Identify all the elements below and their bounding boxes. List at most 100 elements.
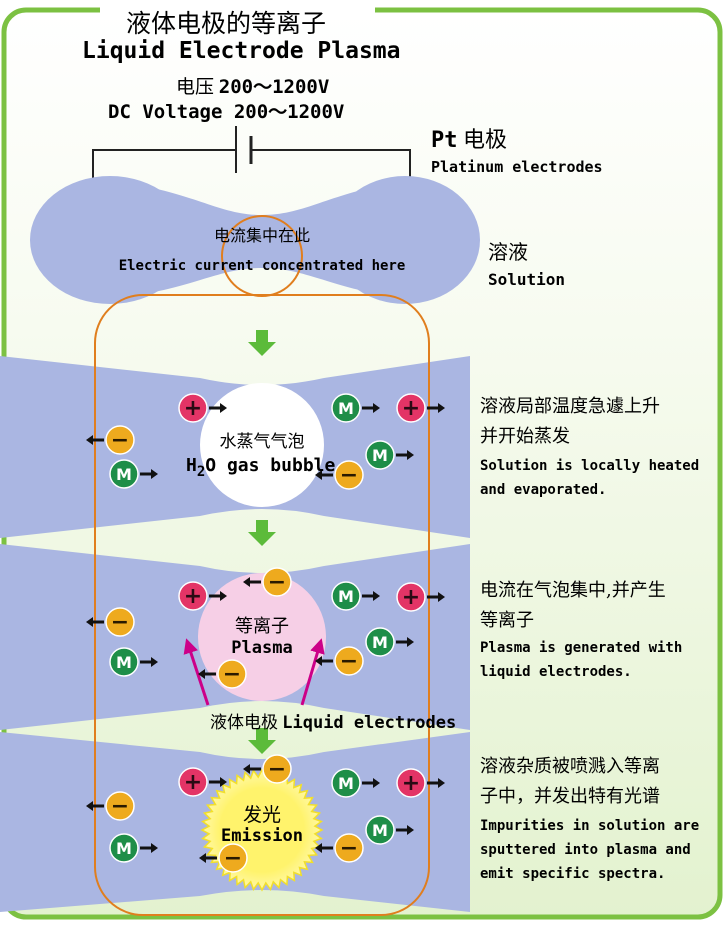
step3-zh-line2: 子中，并发出特有光谱 (480, 786, 660, 807)
anion-ion: − (199, 843, 248, 873)
ion-motion-arrowhead (151, 657, 158, 667)
plasma-en: Plasma (231, 638, 293, 658)
ion-motion-arrowhead (86, 801, 93, 811)
ion-motion-arrowhead (315, 843, 322, 853)
liquid-electrodes-en: Liquid electrodes (282, 713, 457, 733)
ions-layer: +M+−MM−+−M+−MM−−−+M+−MM−− (86, 393, 445, 873)
bubble-en: H2O gas bubble (186, 455, 336, 480)
metal-ion: M (331, 768, 380, 798)
solution-en: Solution (488, 270, 566, 289)
ion-symbol: + (184, 770, 202, 795)
liquid-electrode-arrow (300, 638, 325, 706)
bubble-zh: 水蒸气气泡 (219, 432, 305, 452)
metal-ion: M (109, 833, 158, 863)
ion-disc (218, 843, 248, 873)
ion-motion-arrowhead (220, 777, 227, 787)
step3-en-line3: emit specific spectra. (480, 866, 666, 882)
current-channel (94, 294, 430, 916)
step1-en-line1: Solution is locally heated (480, 458, 700, 474)
ion-disc (109, 459, 139, 489)
ion-disc (105, 425, 135, 455)
ion-symbol: M (116, 653, 132, 672)
voltage-value: 200～1200V (218, 76, 330, 98)
concentrated-en: Electric current concentrated here (118, 258, 406, 274)
pt-electrode-en: Platinum electrodes (431, 158, 603, 176)
ion-symbol: − (340, 836, 358, 861)
ion-disc (331, 581, 361, 611)
bubble-subscript: 2 (196, 464, 206, 480)
ion-disc (178, 767, 208, 797)
flow-arrow-down (248, 520, 276, 546)
concentrated-zh: 电流集中在此 (213, 226, 310, 245)
ion-disc (365, 815, 395, 845)
step1-en-line2: and evaporated. (480, 482, 607, 498)
ion-motion-arrowhead (86, 435, 93, 445)
ion-disc (334, 833, 364, 863)
step2-zh-line1: 电流在气泡集中,并产生 (480, 580, 666, 601)
ion-disc (105, 607, 135, 637)
anion-ion: − (198, 659, 247, 689)
step2-en-line2: liquid electrodes. (480, 664, 632, 680)
ion-motion-arrowhead (151, 843, 158, 853)
ion-symbol: M (116, 839, 132, 858)
ion-symbol: M (338, 587, 354, 606)
voltage-zh-prefix: 电压 (176, 76, 215, 98)
ion-symbol: + (402, 396, 420, 421)
bubble-h: H (186, 455, 197, 476)
ion-symbol: + (402, 771, 420, 796)
cation-ion: + (178, 581, 227, 611)
metal-ion: M (109, 647, 158, 677)
ion-symbol: − (340, 649, 358, 674)
liquid-electrode-arrows (183, 638, 325, 706)
ion-motion-arrowhead (373, 591, 380, 601)
metal-ion: M (365, 440, 414, 470)
ion-disc (396, 393, 426, 423)
ion-symbol: + (184, 584, 202, 609)
ion-motion-arrowhead (151, 469, 158, 479)
flow-arrows (248, 330, 276, 754)
ion-disc (365, 627, 395, 657)
ion-motion-arrowhead (243, 764, 250, 774)
anion-ion: − (315, 646, 364, 676)
ion-disc (105, 791, 135, 821)
ion-symbol: M (372, 821, 388, 840)
pt-symbol: Pt (431, 128, 458, 153)
cation-ion: + (396, 582, 445, 612)
emission-en: Emission (221, 826, 303, 846)
ion-motion-arrowhead (86, 617, 93, 627)
ion-symbol: − (111, 610, 129, 635)
ion-symbol: − (111, 794, 129, 819)
ion-motion-arrowhead (438, 592, 445, 602)
cation-ion: + (396, 768, 445, 798)
anion-ion: − (243, 567, 292, 597)
ion-motion-arrowhead (373, 778, 380, 788)
bubble-rest: O gas bubble (205, 455, 336, 476)
ion-symbol: M (338, 399, 354, 418)
ion-motion-arrowhead (407, 825, 414, 835)
ion-symbol: − (340, 463, 358, 488)
ion-disc (178, 393, 208, 423)
step1-zh-line1: 溶液局部温度急遽上升 (480, 396, 660, 417)
ion-motion-arrowhead (220, 403, 227, 413)
ion-symbol: − (224, 846, 242, 871)
ion-disc (396, 768, 426, 798)
anion-ion: − (315, 833, 364, 863)
anion-ion: − (315, 460, 364, 490)
metal-ion: M (331, 581, 380, 611)
title-en: Liquid Electrode Plasma (82, 38, 401, 64)
title-zh: 液体电极的等离子 (126, 9, 327, 38)
metal-ion: M (109, 459, 158, 489)
liquid-electrode-arrow (183, 638, 210, 706)
ion-disc (334, 646, 364, 676)
ion-symbol: − (268, 570, 286, 595)
ion-motion-arrowhead (407, 637, 414, 647)
ion-motion-arrowhead (407, 450, 414, 460)
anion-ion: − (243, 754, 292, 784)
ion-motion-arrowhead (199, 853, 206, 863)
anion-ion: − (86, 791, 135, 821)
ion-symbol: M (338, 774, 354, 793)
ion-motion-arrowhead (373, 403, 380, 413)
ion-disc (396, 582, 426, 612)
ion-symbol: M (116, 465, 132, 484)
